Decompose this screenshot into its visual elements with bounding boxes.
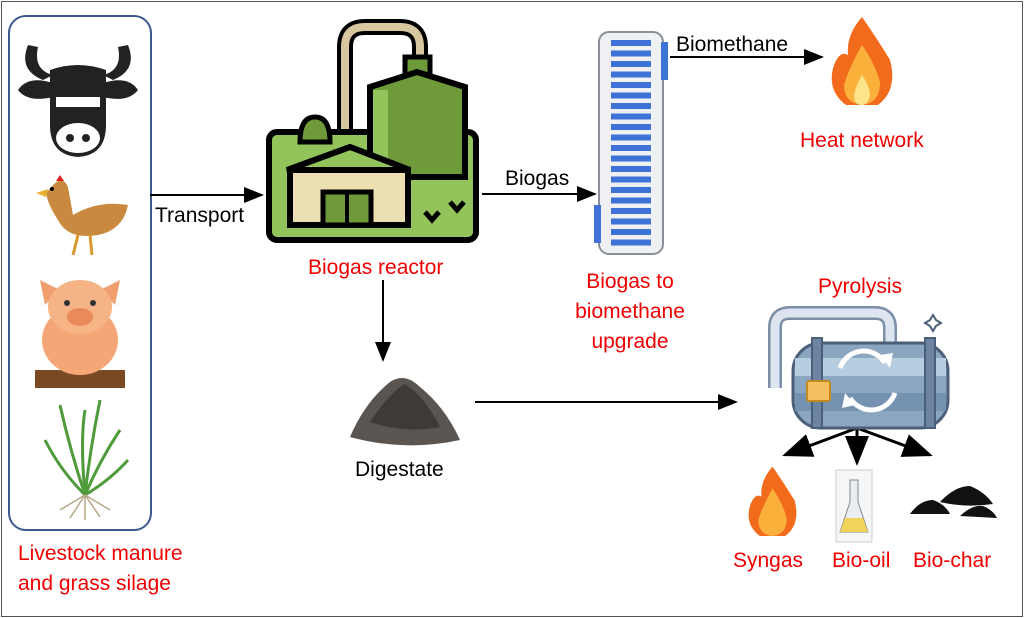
column-tray-bar: [611, 155, 651, 162]
column-tray-bar: [611, 40, 651, 46]
bio-oil-flask-icon: [835, 469, 873, 543]
syngas-flame-icon: [748, 466, 797, 537]
bio-char-label: Bio-char: [913, 549, 992, 572]
grass-icon: [43, 399, 130, 520]
biomethane-label: Biomethane: [676, 33, 789, 56]
pig-icon: [35, 280, 125, 388]
biogas-reactor-label: Biogas reactor: [308, 256, 444, 279]
upgrade-label-line3: upgrade: [591, 330, 669, 353]
heat-flame-icon: [831, 17, 893, 105]
column-tray-bar: [611, 229, 651, 235]
column-tray-bar: [611, 50, 651, 57]
pyrolysis-reactor-icon: [768, 306, 950, 430]
feedstock-label-line2: and grass silage: [18, 572, 171, 595]
biogas-label: Biogas: [505, 167, 570, 190]
column-tray-bar: [611, 134, 651, 141]
upgrade-column-icon: [594, 31, 668, 255]
pyrolysis-label: Pyrolysis: [818, 275, 903, 298]
column-tray-bar: [611, 71, 651, 78]
digestate-pile-image: [350, 378, 460, 446]
column-tray-bar: [611, 187, 651, 193]
chicken-icon: [36, 175, 128, 256]
cow-icon: [18, 45, 138, 157]
column-tray-bar: [611, 103, 651, 109]
column-tray-bar: [611, 113, 651, 120]
column-tray-bar: [611, 208, 651, 214]
column-tray-bar: [611, 82, 651, 88]
upgrade-label-line1: Biogas to: [586, 270, 674, 293]
column-tray-bar: [611, 124, 651, 130]
bio-oil-label: Bio-oil: [832, 549, 891, 572]
bio-char-image: [910, 486, 997, 518]
feedstock-box: [8, 15, 152, 531]
bio-char-arrow: [856, 426, 933, 457]
column-tray-bar: [611, 197, 651, 204]
column-tray-bar: [611, 145, 651, 151]
upgrade-label-line2: biomethane: [575, 300, 685, 323]
column-tray-bar: [611, 239, 651, 246]
heat-network-label: Heat network: [800, 129, 924, 152]
column-tray-bar: [611, 218, 651, 225]
syngas-arrow: [782, 426, 858, 457]
biogas-reactor-icon: [266, 19, 479, 243]
column-tray-bar: [611, 61, 651, 67]
digestate-label: Digestate: [355, 458, 444, 481]
transport-label: Transport: [155, 204, 245, 227]
column-tray-bar: [611, 176, 651, 183]
column-tray-bar: [611, 166, 651, 172]
syngas-label: Syngas: [733, 549, 804, 572]
column-tray-bar: [611, 92, 651, 99]
feedstock-label-line1: Livestock manure: [18, 542, 183, 565]
